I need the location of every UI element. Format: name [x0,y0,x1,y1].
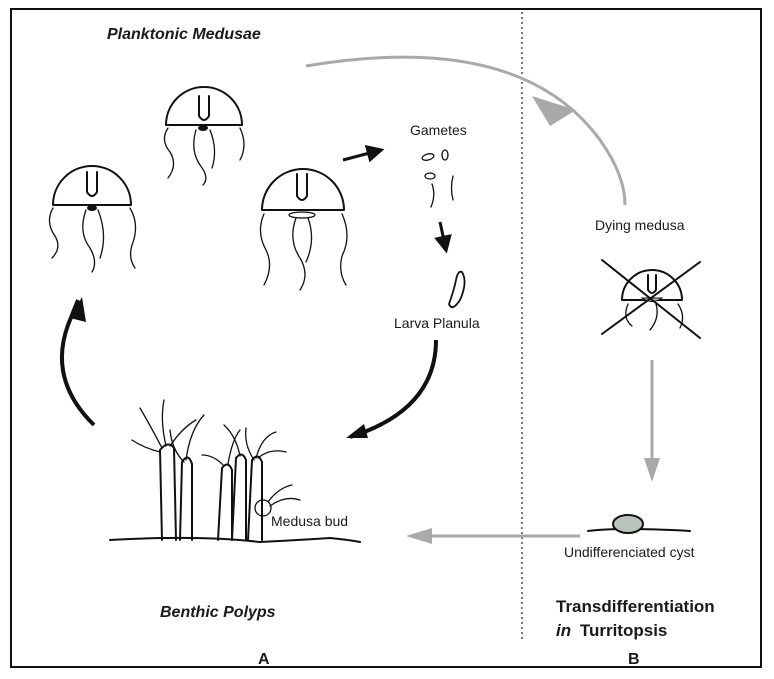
label-planktonic-medusae: Planktonic Medusae [107,26,261,43]
dying-medusa-drawing [602,260,700,338]
label-larva-planula: Larva Planula [394,315,480,331]
medusa-left [49,166,135,272]
label-in-turritopsis: in Turritopsis [556,621,667,640]
label-benthic-polyps: Benthic Polyps [160,604,276,621]
label-turritopsis: Turritopsis [580,621,668,640]
label-in: in [556,621,571,640]
arrow-medusa-to-gametes [343,150,381,160]
medusa-top [164,87,244,185]
medusa-right [260,169,347,290]
gametes-drawing [421,150,453,207]
label-panel-a: A [258,651,270,668]
larva-planula-drawing [449,272,465,308]
arrow-gametes-to-larva [440,222,446,250]
label-transdifferentiation: Transdifferentiation [556,597,715,616]
arrow-larva-to-polyps [350,340,436,437]
label-dying-medusa: Dying medusa [595,217,685,233]
label-undifferentiated-cyst: Undifferenciated cyst [564,544,695,560]
label-panel-b: B [628,651,640,668]
label-medusa-bud: Medusa bud [271,513,348,529]
cyst-drawing [588,515,690,533]
label-gametes: Gametes [410,122,467,138]
